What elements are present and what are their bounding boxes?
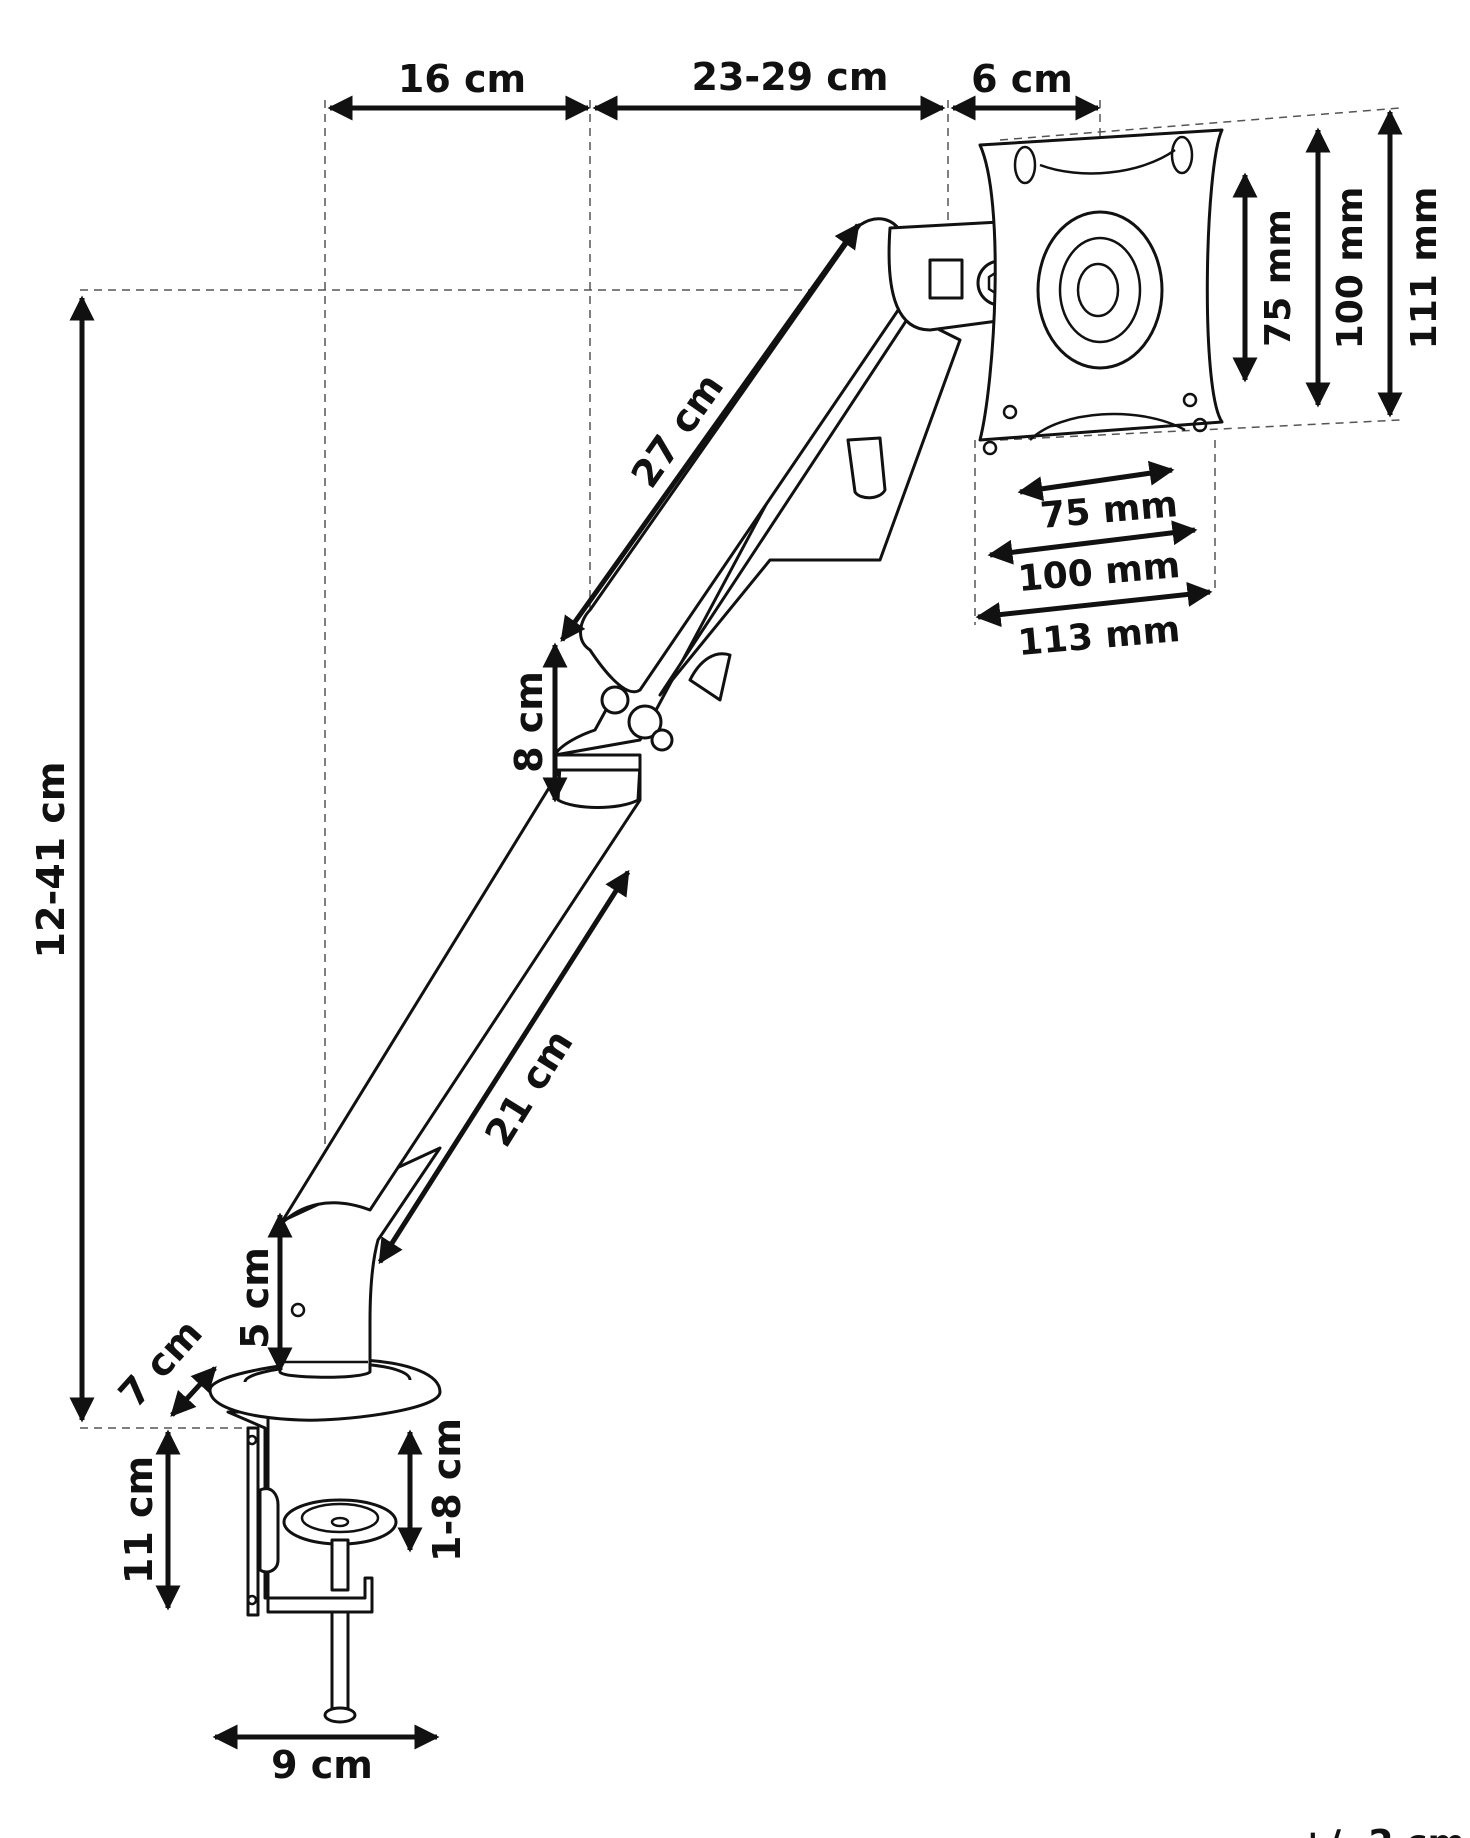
label-width-base-to-joint: 16 cm bbox=[398, 57, 526, 101]
label-elbow-height: 8 cm bbox=[507, 671, 551, 773]
label-desk-thickness: 1-8 cm bbox=[425, 1418, 469, 1562]
vesa-plate bbox=[978, 128, 1224, 456]
label-vesa-v75: 75 mm bbox=[1258, 209, 1299, 347]
label-base-diameter: 7 cm bbox=[110, 1311, 211, 1416]
label-vesa-h75: 75 mm bbox=[1039, 484, 1180, 537]
label-clamp-height: 11 cm bbox=[117, 1456, 161, 1584]
label-width-tilt-head: 6 cm bbox=[971, 57, 1073, 101]
label-width-upper-arm: 23-29 cm bbox=[692, 55, 889, 99]
label-clamp-width: 9 cm bbox=[271, 1743, 373, 1787]
lower-arm bbox=[278, 753, 642, 1227]
label-plate-width: 113 mm bbox=[1016, 609, 1182, 664]
label-pole-height: 5 cm bbox=[233, 1247, 277, 1349]
dimension-labels: 16 cm 23-29 cm 6 cm 12-41 cm 27 cm 8 cm … bbox=[29, 55, 1465, 1838]
dimension-arrows bbox=[69, 95, 1403, 1750]
label-height-total: 12-41 cm bbox=[29, 762, 73, 959]
label-vesa-h100: 100 mm bbox=[1016, 545, 1182, 600]
tolerance-note: +/- 2 cm bbox=[1298, 1823, 1465, 1838]
desk-clamp bbox=[226, 1410, 398, 1724]
label-plate-height: 111 mm bbox=[1404, 187, 1445, 350]
label-vesa-v100: 100 mm bbox=[1330, 187, 1371, 350]
